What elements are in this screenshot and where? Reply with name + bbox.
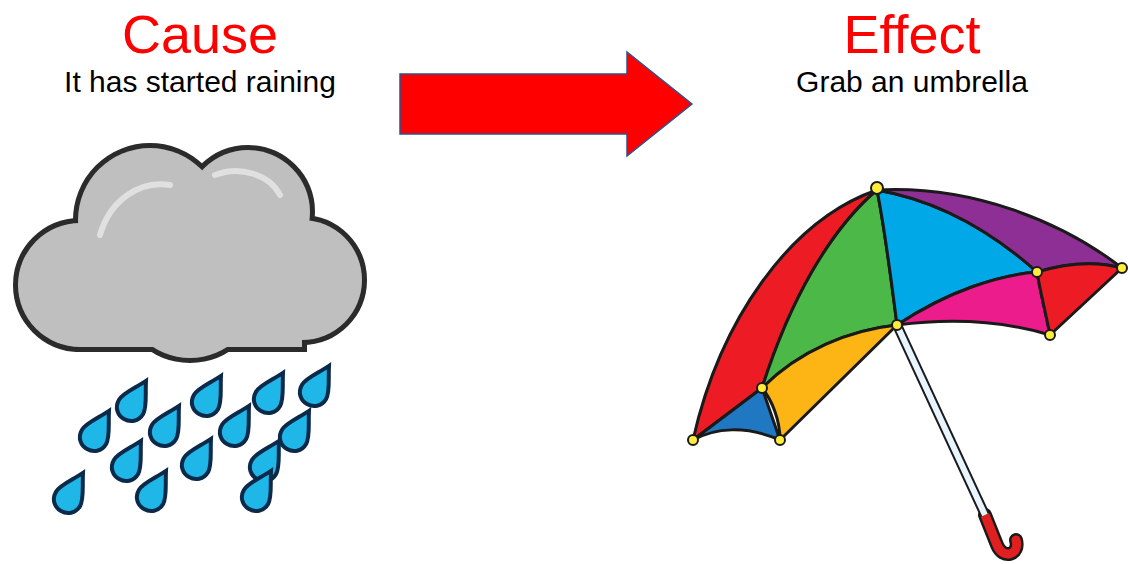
- cause-effect-group: EffectGrab an umbrella: [692, 0, 1128, 208]
- heading-text: Effect: [692, 4, 1128, 64]
- block-arrow: [400, 52, 692, 156]
- description-text: It has started raining: [0, 64, 400, 100]
- heading-text: Cause: [0, 4, 400, 64]
- cause-effect-group: CauseIt has started raining: [0, 0, 400, 208]
- description-text: Grab an umbrella: [692, 64, 1128, 100]
- raindrops: [49, 359, 341, 518]
- umbrella: [688, 182, 1127, 554]
- rain-cloud: [18, 148, 362, 358]
